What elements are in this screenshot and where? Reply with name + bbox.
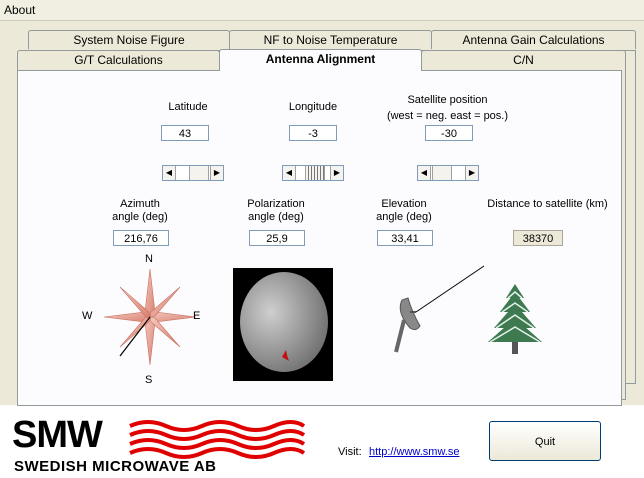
- smw-logo: [129, 420, 306, 459]
- compass-south-label: S: [145, 374, 153, 386]
- scroll-thumb[interactable]: [305, 166, 325, 180]
- scroll-right-icon[interactable]: ▶: [210, 166, 223, 180]
- latitude-label: Latitude: [168, 101, 208, 113]
- tab-cn[interactable]: C/N: [421, 50, 626, 70]
- polarization-label: Polarization: [247, 198, 305, 210]
- elevation-label: Elevation: [381, 198, 427, 210]
- scroll-left-icon[interactable]: ◀: [163, 166, 176, 180]
- compass-rose-icon: [103, 268, 197, 366]
- satellite-position-label: Satellite position: [407, 94, 488, 106]
- tab-antenna-gain-calculations[interactable]: Antenna Gain Calculations: [431, 30, 636, 49]
- compass-north-label: N: [145, 253, 153, 265]
- tab-nf-to-noise-temperature[interactable]: NF to Noise Temperature: [229, 30, 432, 49]
- azimuth-output: 216,76: [113, 230, 169, 246]
- polarization-output: 25,9: [249, 230, 305, 246]
- menu-about[interactable]: About: [4, 3, 36, 17]
- dish-polarization-icon: [233, 268, 333, 381]
- scroll-left-icon[interactable]: ◀: [418, 166, 431, 180]
- elevation-output: 33,41: [377, 230, 433, 246]
- smw-logo-subtitle: SWEDISH MICROWAVE AB: [14, 458, 217, 475]
- quit-button[interactable]: Quit: [489, 421, 601, 461]
- elevation-unit-label: angle (deg): [376, 211, 432, 223]
- tab-system-noise-figure[interactable]: System Noise Figure: [28, 30, 230, 49]
- compass-east-label: E: [193, 310, 201, 322]
- longitude-input[interactable]: -3: [289, 125, 337, 141]
- latitude-scrollbar[interactable]: ◀ ▶: [162, 165, 224, 181]
- satellite-position-scrollbar[interactable]: ◀ ▶: [417, 165, 479, 181]
- elevation-antenna-icon: [394, 265, 485, 353]
- scroll-right-icon[interactable]: ▶: [465, 166, 478, 180]
- azimuth-label: Azimuth: [120, 198, 160, 210]
- visit-label: Visit:: [338, 446, 362, 458]
- satellite-position-hint: (west = neg. east = pos.): [386, 110, 509, 122]
- website-link[interactable]: http://www.smw.se: [369, 446, 460, 458]
- azimuth-unit-label: angle (deg): [112, 211, 168, 223]
- latitude-input[interactable]: 43: [161, 125, 209, 141]
- smw-logo-text: SMW: [12, 414, 103, 456]
- distance-label: Distance to satellite (km): [487, 198, 608, 210]
- longitude-scrollbar[interactable]: ◀ ▶: [282, 165, 344, 181]
- compass-west-label: W: [82, 310, 93, 322]
- scroll-thumb[interactable]: [432, 166, 452, 180]
- polarization-unit-label: angle (deg): [248, 211, 304, 223]
- tab-antenna-alignment[interactable]: Antenna Alignment: [219, 49, 422, 71]
- scroll-right-icon[interactable]: ▶: [330, 166, 343, 180]
- menu-bar: About: [0, 0, 644, 21]
- longitude-label: Longitude: [288, 101, 338, 113]
- scroll-thumb[interactable]: [189, 166, 209, 180]
- distance-output: 38370: [513, 230, 563, 246]
- satellite-position-input[interactable]: -30: [425, 125, 473, 141]
- tree-icon: [488, 284, 542, 354]
- scroll-left-icon[interactable]: ◀: [283, 166, 296, 180]
- tab-gt-calculations[interactable]: G/T Calculations: [17, 50, 220, 70]
